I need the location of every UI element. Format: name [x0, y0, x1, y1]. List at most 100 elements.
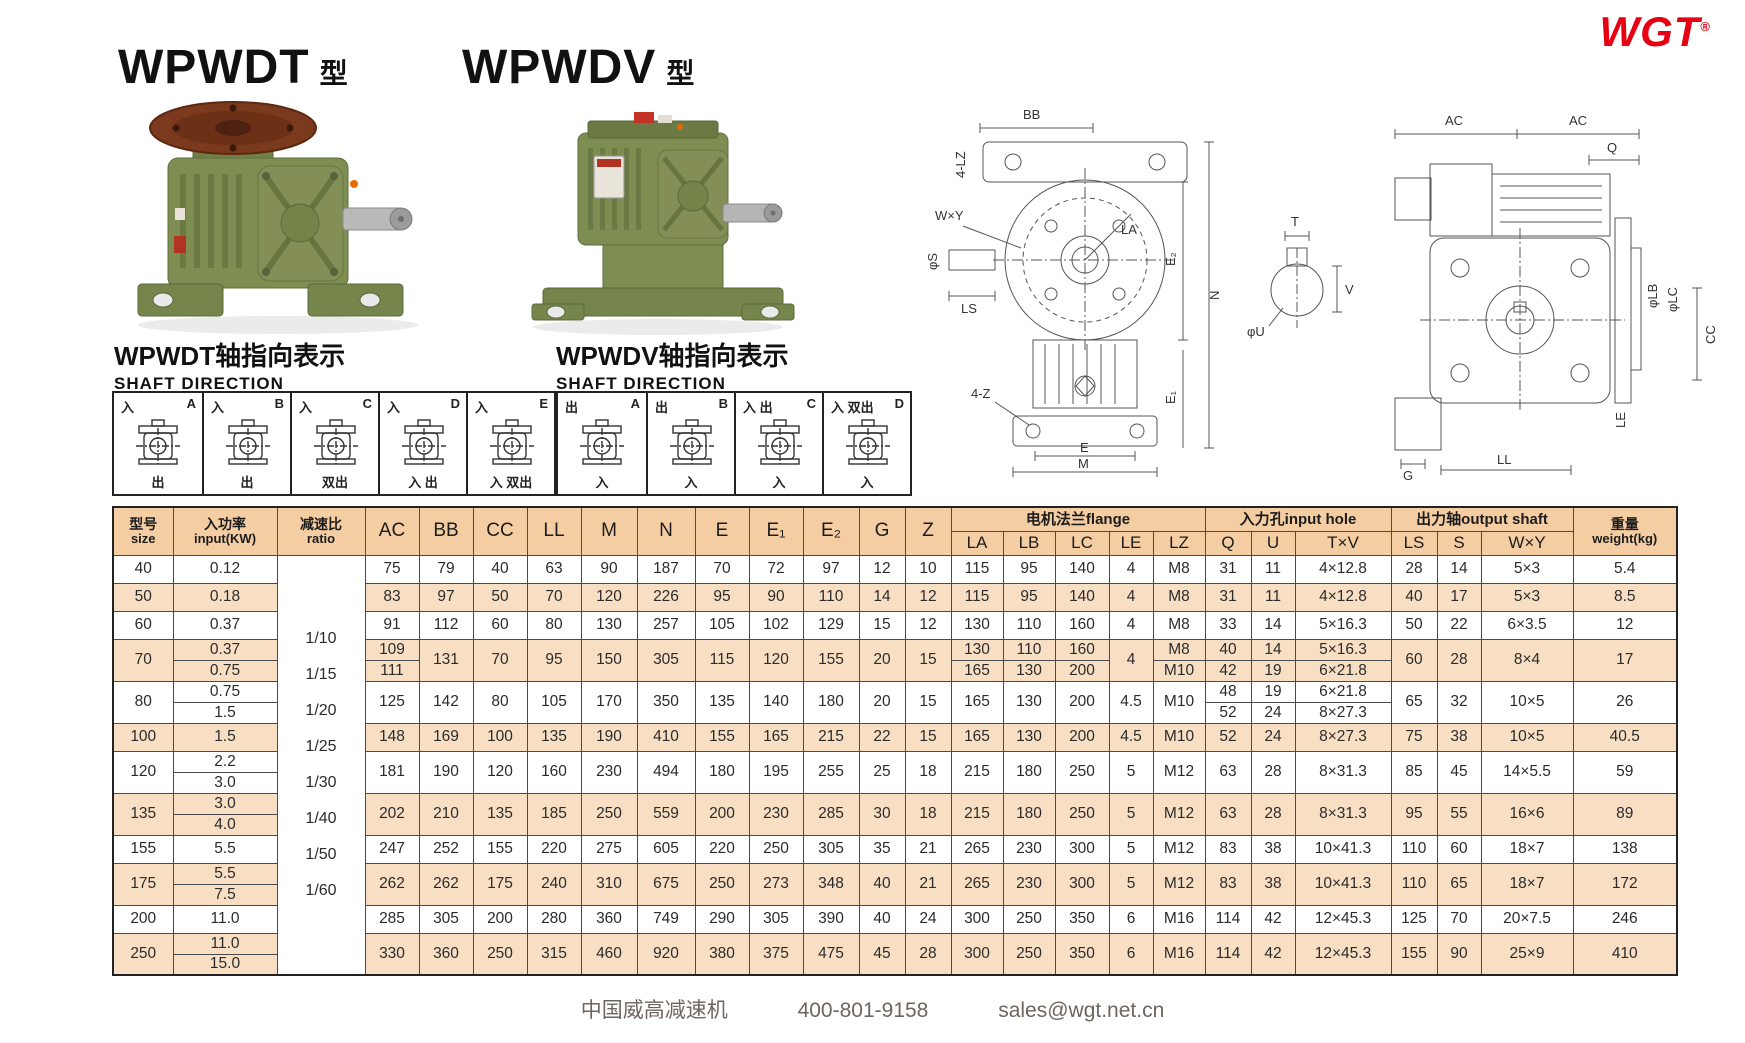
header-dim-E₁: E₁ [748, 506, 804, 556]
spec-cell: 175 [472, 862, 528, 906]
spec-cell: 130 [1002, 659, 1056, 682]
svg-text:4-Z: 4-Z [971, 386, 991, 401]
spec-cell: 195 [748, 750, 804, 794]
spec-cell: 180 [694, 750, 750, 794]
spec-cell: 18 [904, 750, 952, 794]
spec-cell: 15 [904, 722, 952, 752]
wpwdv-box-D: D 入 双出入 [822, 393, 910, 494]
spec-cell: 75 [364, 554, 420, 584]
spec-cell: 28 [1250, 750, 1296, 794]
spec-cell: 17 [1436, 582, 1482, 612]
spec-cell: 38 [1250, 862, 1296, 906]
spec-cell: 83 [364, 582, 420, 612]
spec-cell: 10×5 [1480, 722, 1574, 752]
header-dim-LL: LL [526, 506, 582, 556]
spec-cell: 475 [802, 932, 860, 976]
spec-cell: 140 [1054, 554, 1110, 584]
spec-cell: 180 [1002, 750, 1056, 794]
spec-cell: 285 [802, 792, 860, 836]
spec-cell: 300 [950, 904, 1004, 934]
spec-cell: 165 [950, 722, 1004, 752]
spec-cell: 63 [1204, 792, 1252, 836]
spec-cell: 181 [364, 750, 420, 794]
spec-cell: 255 [802, 750, 860, 794]
spec-cell: 115 [694, 638, 750, 682]
spec-cell: 2.2 [172, 750, 278, 773]
spec-cell: 28 [1250, 792, 1296, 836]
spec-cell: 350 [636, 680, 696, 724]
shaft-title-en: SHAFT DIRECTION [114, 374, 284, 393]
spec-cell: M8 [1152, 554, 1206, 584]
spec-cell: 160 [1054, 610, 1110, 640]
header-sub-W×Y: W×Y [1480, 530, 1574, 556]
spec-cell: 8.5 [1572, 582, 1678, 612]
spec-cell: 112 [418, 610, 474, 640]
spec-cell: 4 [1108, 638, 1154, 682]
spec-cell: 5.4 [1572, 554, 1678, 584]
spec-cell: 3.0 [172, 792, 278, 815]
box-letter: D [450, 396, 460, 411]
spec-cell: 55 [1436, 792, 1482, 836]
model-name: WPWDV [462, 41, 657, 94]
spec-cell: 25 [858, 750, 906, 794]
spec-cell: 52 [1204, 722, 1252, 752]
spec-cell: 40 [858, 904, 906, 934]
spec-cell: 45 [1436, 750, 1482, 794]
box-letter: A [630, 396, 640, 411]
spec-cell: 30 [858, 792, 906, 836]
spec-cell: 18×7 [1480, 862, 1574, 906]
spec-cell: 120 [112, 750, 174, 794]
spec-cell: 226 [636, 582, 696, 612]
header-sub-LA: LA [950, 530, 1004, 556]
spec-cell: 375 [748, 932, 804, 976]
spec-cell: 300 [1054, 834, 1110, 864]
header-sub-LS: LS [1390, 530, 1438, 556]
header-input-hole-group: 入力孔input hole [1204, 506, 1392, 532]
spec-cell: M12 [1152, 834, 1206, 864]
spec-cell: 150 [580, 638, 638, 682]
registered-mark: ® [1700, 19, 1711, 34]
spec-cell: 559 [636, 792, 696, 836]
shaft-bottom-label: 入 [860, 475, 874, 490]
spec-cell: 42 [1250, 932, 1296, 976]
spec-cell: 250 [748, 834, 804, 864]
wpwdt-shaft-direction-header: WPWDT轴指向表示 SHAFT DIRECTION [114, 336, 345, 394]
spec-cell: 360 [580, 904, 638, 934]
shaft-bottom-label: 入 出 [408, 475, 438, 490]
spec-cell: 50 [112, 582, 174, 612]
spec-cell: 130 [1002, 680, 1056, 724]
spec-cell: 11.0 [172, 904, 278, 934]
spec-cell: 0.12 [172, 554, 278, 584]
spec-cell: 110 [1390, 834, 1438, 864]
spec-cell: M8 [1152, 610, 1206, 640]
spec-cell: 5 [1108, 834, 1154, 864]
spec-cell: 10×41.3 [1294, 862, 1392, 906]
spec-cell: 305 [418, 904, 474, 934]
shaft-top-label: 入 双出 [831, 400, 874, 415]
spec-cell: 110 [1002, 610, 1056, 640]
spec-cell: 5×3 [1480, 582, 1574, 612]
spec-cell: 26 [1572, 680, 1678, 724]
dimension-drawings: BB 4-LZ LA W×Y φS LS 4-Z E₂ N E₁ E [925, 107, 1718, 483]
spec-cell: 15.0 [172, 953, 278, 976]
header-dim-N: N [636, 506, 696, 556]
spec-cell: 95 [526, 638, 582, 682]
header-sub-LZ: LZ [1152, 530, 1206, 556]
box-letter: D [894, 396, 904, 411]
spec-cell: 250 [1002, 932, 1056, 976]
spec-cell: 262 [418, 862, 474, 906]
spec-cell: 114 [1204, 932, 1252, 976]
spec-cell: 65 [1390, 680, 1438, 724]
spec-cell: 100 [472, 722, 528, 752]
spec-cell: 114 [1204, 904, 1252, 934]
spec-cell: 350 [1054, 932, 1110, 976]
shaft-top-label: 入 [121, 400, 135, 415]
